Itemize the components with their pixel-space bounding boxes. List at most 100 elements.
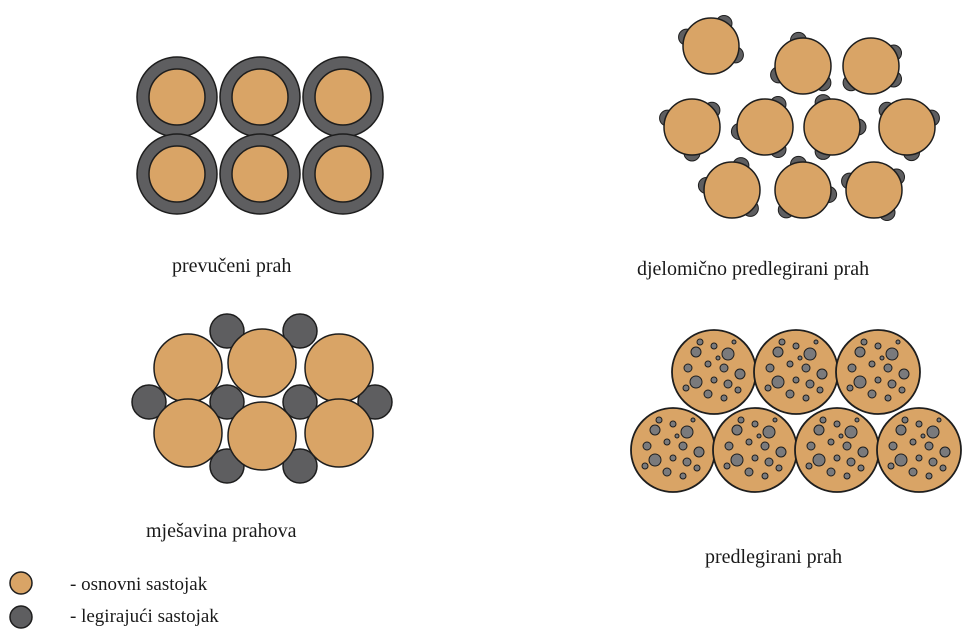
base-particle [228, 402, 296, 470]
base-particle [879, 99, 935, 155]
legend-symbols [10, 572, 32, 628]
alloy-inclusion [642, 463, 648, 469]
alloy-inclusion [820, 417, 826, 423]
alloy-inclusion [776, 447, 786, 457]
alloy-inclusion [817, 387, 823, 393]
alloy-inclusion [763, 426, 775, 438]
alloy-inclusion [843, 442, 851, 450]
alloy-inclusion [765, 385, 771, 391]
alloy-inclusion [902, 417, 908, 423]
legend-label-alloying-component: - legirajući sastojak [70, 606, 219, 628]
partially-prealloyed-powder-illustration [660, 15, 940, 220]
caption-coated-powder: prevučeni prah [172, 255, 291, 278]
alloy-inclusion [643, 442, 651, 450]
base-particle [704, 162, 760, 218]
alloy-inclusion [916, 455, 922, 461]
alloy-inclusion [779, 339, 785, 345]
base-particle [305, 399, 373, 467]
alloy-inclusion [694, 447, 704, 457]
base-particle [315, 69, 371, 125]
alloy-inclusion [732, 340, 736, 344]
alloy-inclusion [806, 380, 814, 388]
alloy-inclusion [684, 364, 692, 372]
alloy-inclusion [670, 421, 676, 427]
alloy-inclusion [814, 425, 824, 435]
alloy-inclusion [869, 361, 875, 367]
alloy-inclusion [910, 439, 916, 445]
alloy-inclusion [720, 364, 728, 372]
alloy-inclusion [679, 442, 687, 450]
alloy-inclusion [683, 385, 689, 391]
alloy-inclusion [705, 361, 711, 367]
alloy-inclusion [697, 339, 703, 345]
alloy-inclusion [940, 465, 946, 471]
alloy-inclusion [704, 390, 712, 398]
alloy-inclusion [752, 421, 758, 427]
alloy-inclusion [807, 442, 815, 450]
base-particle [305, 334, 373, 402]
alloy-inclusion [773, 418, 777, 422]
alloy-inclusion [827, 468, 835, 476]
base-particle [683, 18, 739, 74]
alloy-inclusion [848, 364, 856, 372]
alloy-inclusion [772, 376, 784, 388]
alloy-inclusion [844, 473, 850, 479]
alloy-inclusion [847, 458, 855, 466]
alloy-inclusion [690, 376, 702, 388]
alloy-inclusion [738, 417, 744, 423]
alloy-inclusion [691, 347, 701, 357]
alloy-inclusion [884, 364, 892, 372]
alloy-inclusion [817, 369, 827, 379]
alloy-inclusion [711, 343, 717, 349]
alloy-inclusion [776, 465, 782, 471]
alloy-inclusion [896, 425, 906, 435]
base-particle [846, 162, 902, 218]
alloy-inclusion [909, 468, 917, 476]
alloy-inclusion [834, 455, 840, 461]
alloy-inclusion [765, 458, 773, 466]
alloy-inclusion [925, 442, 933, 450]
base-particle [149, 69, 205, 125]
base-particle [232, 69, 288, 125]
alloy-inclusion [839, 434, 843, 438]
alloy-inclusion [731, 454, 743, 466]
powder-mixture-illustration [132, 314, 392, 483]
alloy-inclusion [675, 434, 679, 438]
alloy-inclusion [875, 377, 881, 383]
alloy-inclusion [899, 369, 909, 379]
alloy-inclusion [650, 425, 660, 435]
alloy-inclusion [888, 380, 896, 388]
base-particle [154, 334, 222, 402]
prealloyed-powder-illustration [631, 330, 961, 492]
base-particle [775, 162, 831, 218]
alloy-inclusion [814, 340, 818, 344]
alloy-inclusion [880, 356, 884, 360]
alloy-inclusion [735, 387, 741, 393]
base-particle [664, 99, 720, 155]
legend-label-base-component: - osnovni sastojak [70, 574, 207, 596]
alloy-inclusion [921, 434, 925, 438]
alloy-inclusion [886, 348, 898, 360]
base-particle [804, 99, 860, 155]
alloy-inclusion [724, 463, 730, 469]
alloy-inclusion [802, 364, 810, 372]
alloy-inclusion [745, 468, 753, 476]
alloy-inclusion [806, 463, 812, 469]
alloy-inclusion [670, 455, 676, 461]
alloy-inclusion [926, 473, 932, 479]
alloy-inclusion [793, 343, 799, 349]
alloy-inclusion [716, 356, 720, 360]
base-particle [315, 146, 371, 202]
alloy-inclusion [683, 458, 691, 466]
alloy-inclusion [761, 442, 769, 450]
caption-prealloyed-powder: predlegirani prah [705, 546, 842, 569]
alloy-inclusion [858, 447, 868, 457]
alloy-inclusion [746, 439, 752, 445]
alloy-inclusion [766, 364, 774, 372]
alloy-inclusion [752, 455, 758, 461]
alloy-inclusion [725, 442, 733, 450]
alloy-inclusion [845, 426, 857, 438]
alloy-inclusion [663, 468, 671, 476]
alloy-inclusion [773, 347, 783, 357]
alloy-inclusion [896, 340, 900, 344]
